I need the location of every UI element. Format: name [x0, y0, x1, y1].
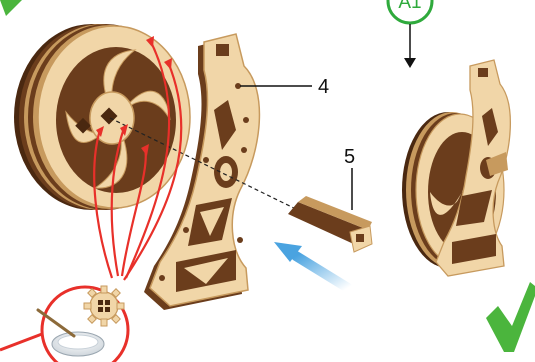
corner-check-icon: [0, 0, 22, 16]
wheel-part: [14, 24, 190, 210]
glue-inset: [0, 286, 128, 362]
small-gear-part: [84, 286, 124, 326]
assembled-result: [402, 60, 510, 276]
step-badge-label: A1: [398, 0, 421, 13]
axle-peg-part: [288, 196, 372, 252]
glue-pot-icon: [52, 332, 104, 356]
step-badge: A1: [388, 0, 432, 23]
insert-direction-arrow: [274, 242, 348, 288]
checkmark-icon: [486, 282, 535, 352]
callout-label-4: 4: [318, 76, 329, 98]
callout-label-5: 5: [344, 146, 355, 168]
